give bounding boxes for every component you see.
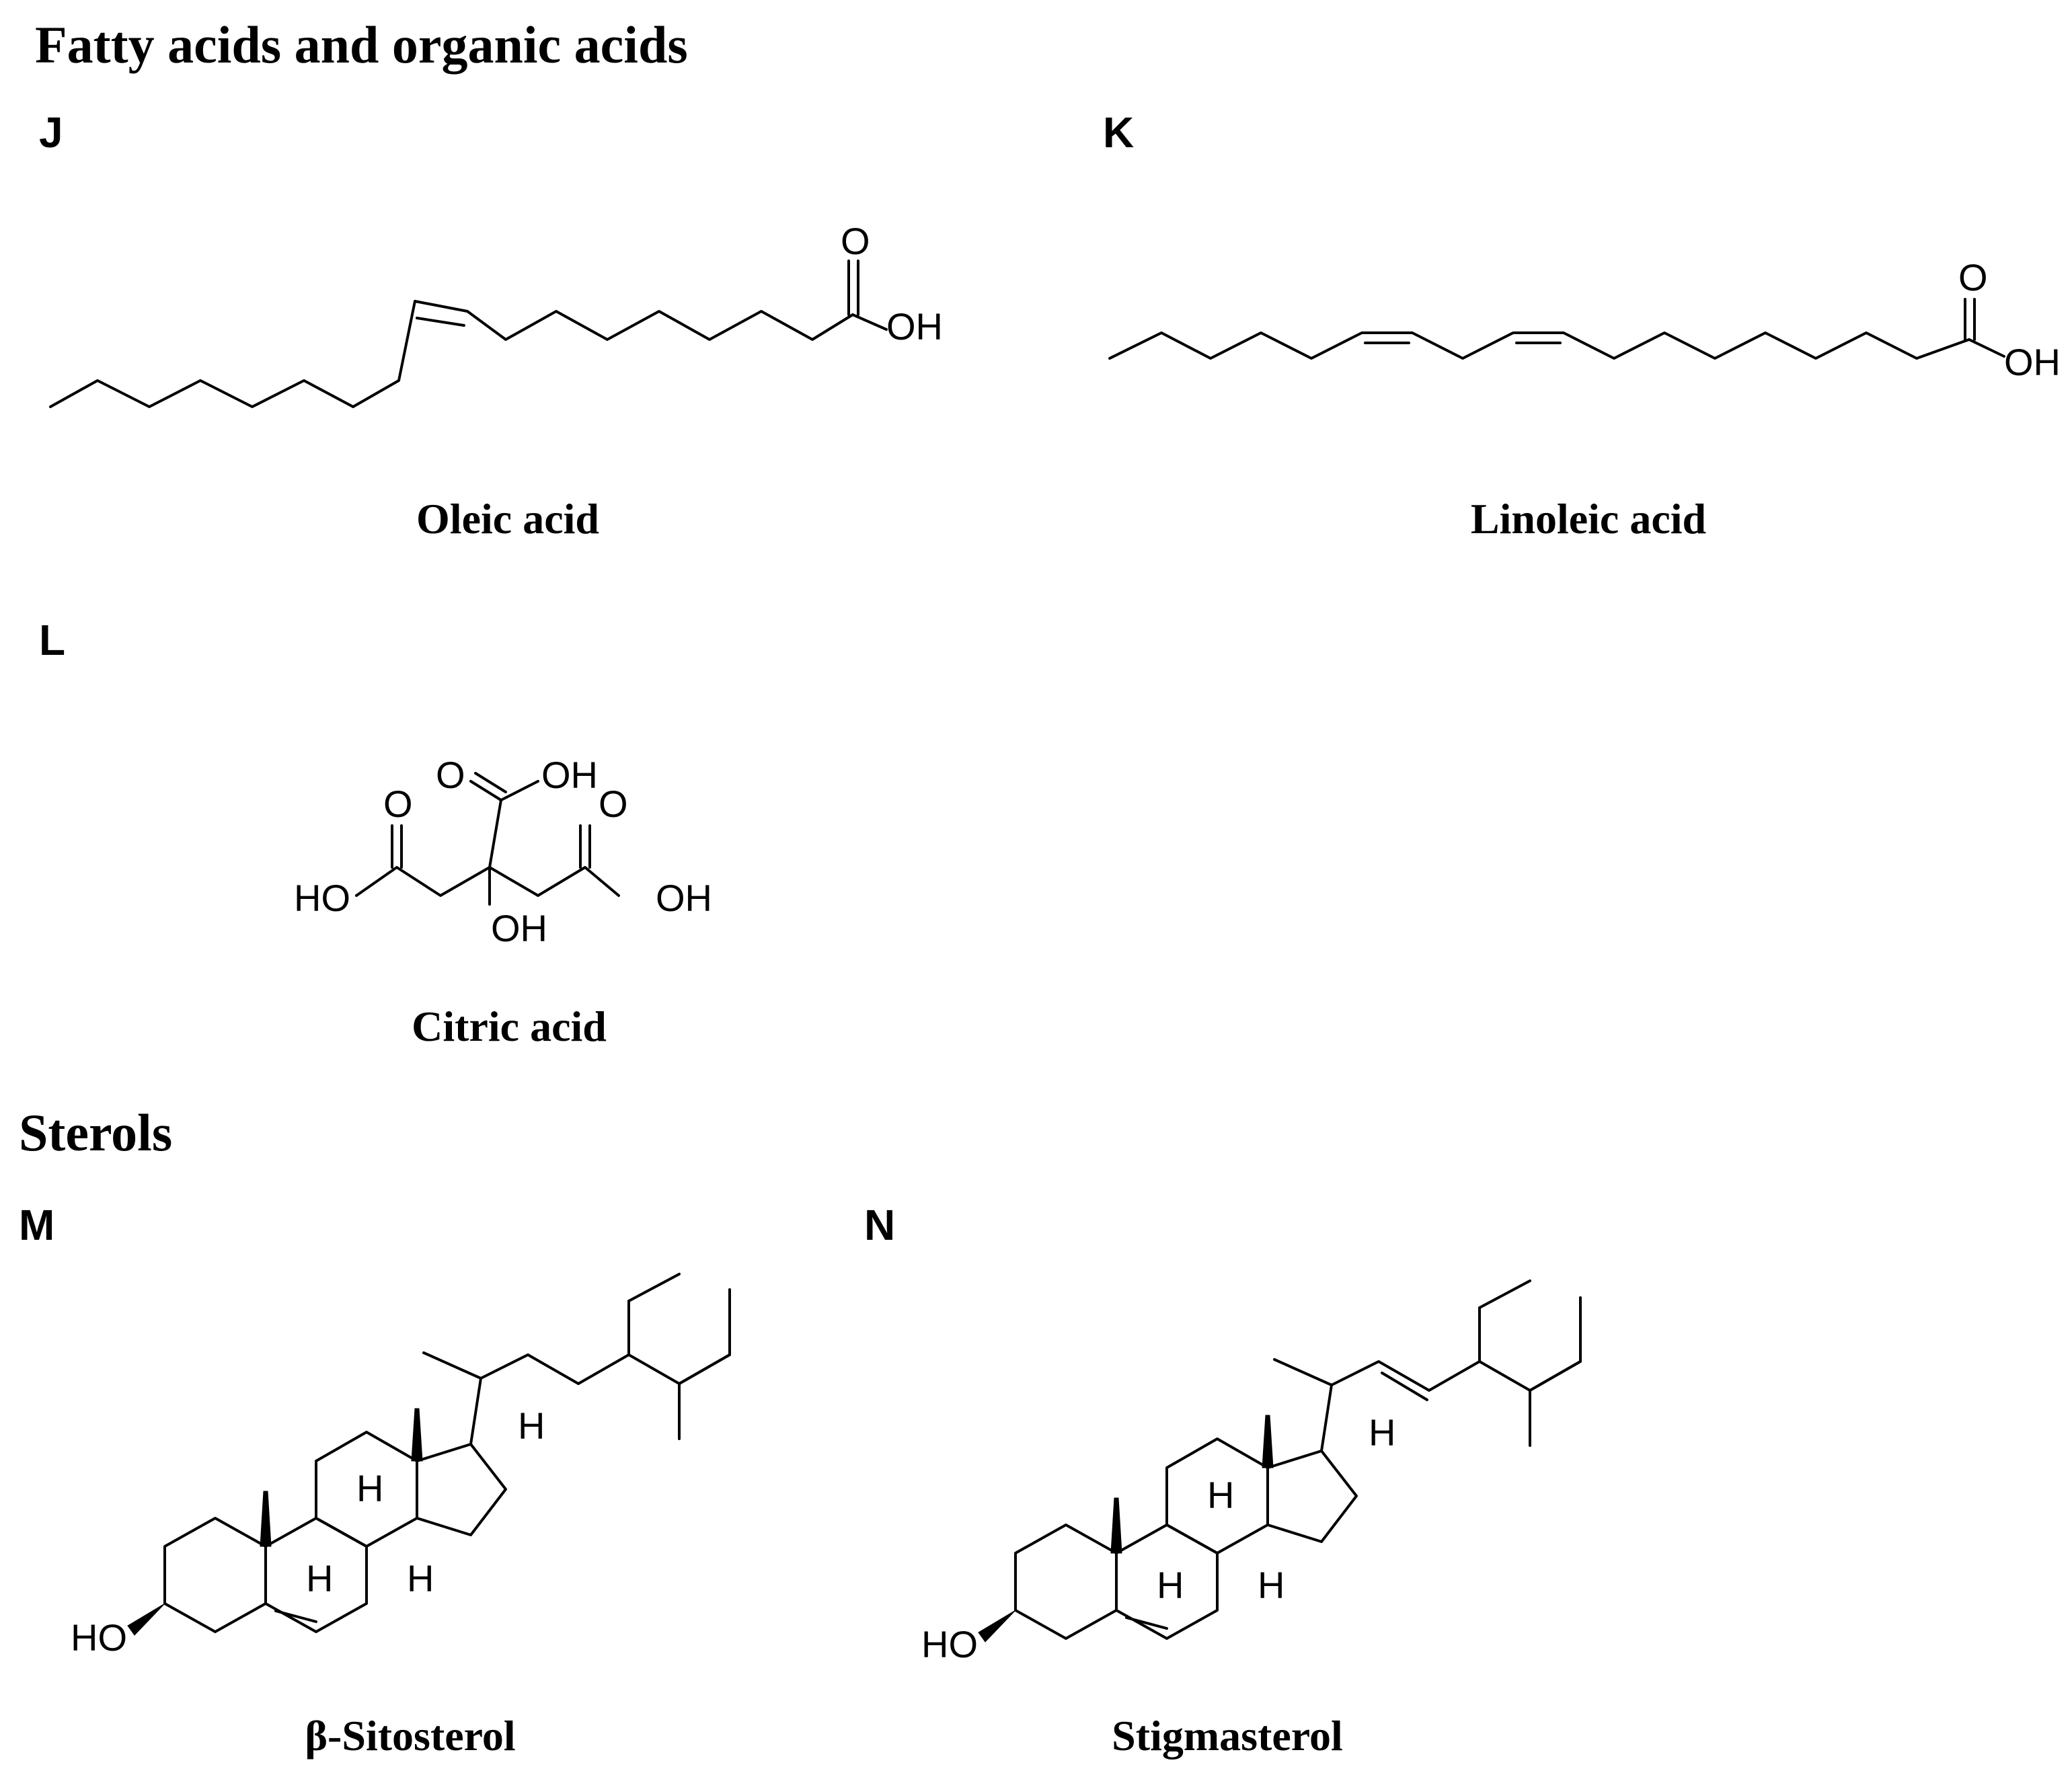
caption-citric-acid: Citric acid <box>412 1002 607 1050</box>
panel-label-n: N <box>864 1201 896 1249</box>
beta-sitosterol-h8-label: H <box>356 1467 383 1509</box>
linoleic-acid-chain <box>1108 331 1970 360</box>
ring-a <box>1014 1524 1118 1640</box>
citric-acid-top-oxygen-label: O <box>436 754 465 796</box>
oleic-acid-chain <box>49 300 854 408</box>
citric-acid-top-carbonyl <box>469 780 502 801</box>
ring-b-double-bond <box>274 1610 317 1623</box>
linoleic-acid-hydroxyl-label: OH <box>2004 341 2061 383</box>
panel-label-k: K <box>1103 108 1135 157</box>
section-title-fatty-acids: Fatty acids and organic acids <box>35 15 688 74</box>
citric-acid-top-carbonyl-2 <box>474 772 507 793</box>
beta-sitosterol-h9-label: H <box>306 1557 333 1600</box>
ring-d <box>1266 1450 1358 1543</box>
citric-acid-right-oxygen-label: O <box>599 783 628 825</box>
citric-acid-top-hydroxyl-bond <box>500 780 539 801</box>
linoleic-acid-hydroxyl-bond <box>1968 338 2005 358</box>
c10-methyl-wedge <box>260 1491 272 1547</box>
beta-sitosterol-structure: HO H H H H <box>71 1273 731 1659</box>
stigmasterol-h14-label: H <box>1258 1564 1284 1606</box>
caption-linoleic-acid: Linoleic acid <box>1470 495 1707 543</box>
stigmasterol-side-chain <box>1320 1296 1582 1452</box>
c20-methyl-hash <box>1273 1358 1333 1386</box>
c25-branch <box>678 1353 731 1385</box>
ring-d <box>416 1443 507 1536</box>
oleic-acid-structure: O OH <box>49 220 943 408</box>
linoleic-acid-oxygen-label: O <box>1958 256 1988 299</box>
citric-acid-left-hydroxyl-label: HO <box>294 877 350 919</box>
section-title-sterols: Sterols <box>19 1103 173 1162</box>
c13-methyl-wedge <box>1262 1415 1274 1468</box>
caption-oleic-acid: Oleic acid <box>416 495 599 543</box>
c24-ethyl-terminal <box>627 1273 681 1302</box>
c25-branch <box>1529 1360 1582 1392</box>
stigmasterol-h8-label: H <box>1207 1474 1234 1516</box>
oleic-acid-oxygen-label: O <box>841 220 870 262</box>
stigmasterol-h9-label: H <box>1157 1564 1184 1606</box>
panel-label-l: L <box>39 616 66 664</box>
stigmasterol-hydroxyl-label: HO <box>921 1623 978 1665</box>
oleic-acid-hydroxyl-label: OH <box>886 305 943 348</box>
panel-label-j: J <box>39 108 63 157</box>
c20-methyl-hash <box>422 1351 482 1380</box>
citric-acid-right-hydroxyl-label: OH <box>656 877 712 919</box>
linoleic-acid-structure: O OH <box>1108 256 2061 383</box>
c24-ethyl-terminal <box>1478 1279 1531 1309</box>
beta-sitosterol-hydroxyl-label: HO <box>71 1616 127 1659</box>
citric-acid-top-carboxyl-bond <box>488 799 502 869</box>
beta-sitosterol-h14-label: H <box>407 1557 434 1600</box>
c22-c23-double-bond <box>1381 1372 1428 1401</box>
ring-b-double-bond <box>1125 1616 1168 1630</box>
caption-beta-sitosterol: β-Sitosterol <box>305 1712 516 1760</box>
citric-acid-center-hydroxyl-label: OH <box>491 907 547 949</box>
oleic-acid-double-bond <box>416 317 465 327</box>
c3-hydroxyl-wedge <box>127 1603 165 1636</box>
citric-acid-structure: O OH O O HO OH OH <box>294 754 712 949</box>
citric-acid-left-oxygen-label: O <box>383 783 413 825</box>
citric-acid-top-hydroxyl-label: OH <box>541 754 598 796</box>
oleic-acid-hydroxyl-bond <box>851 313 888 331</box>
panel-label-m: M <box>19 1201 55 1249</box>
c10-methyl-wedge <box>1110 1497 1122 1554</box>
c13-methyl-wedge <box>411 1408 423 1462</box>
stigmasterol-h17-label: H <box>1369 1411 1395 1454</box>
beta-sitosterol-h17-label: H <box>518 1405 545 1447</box>
c3-hydroxyl-wedge <box>978 1610 1016 1643</box>
caption-stigmasterol: Stigmasterol <box>1112 1712 1343 1760</box>
